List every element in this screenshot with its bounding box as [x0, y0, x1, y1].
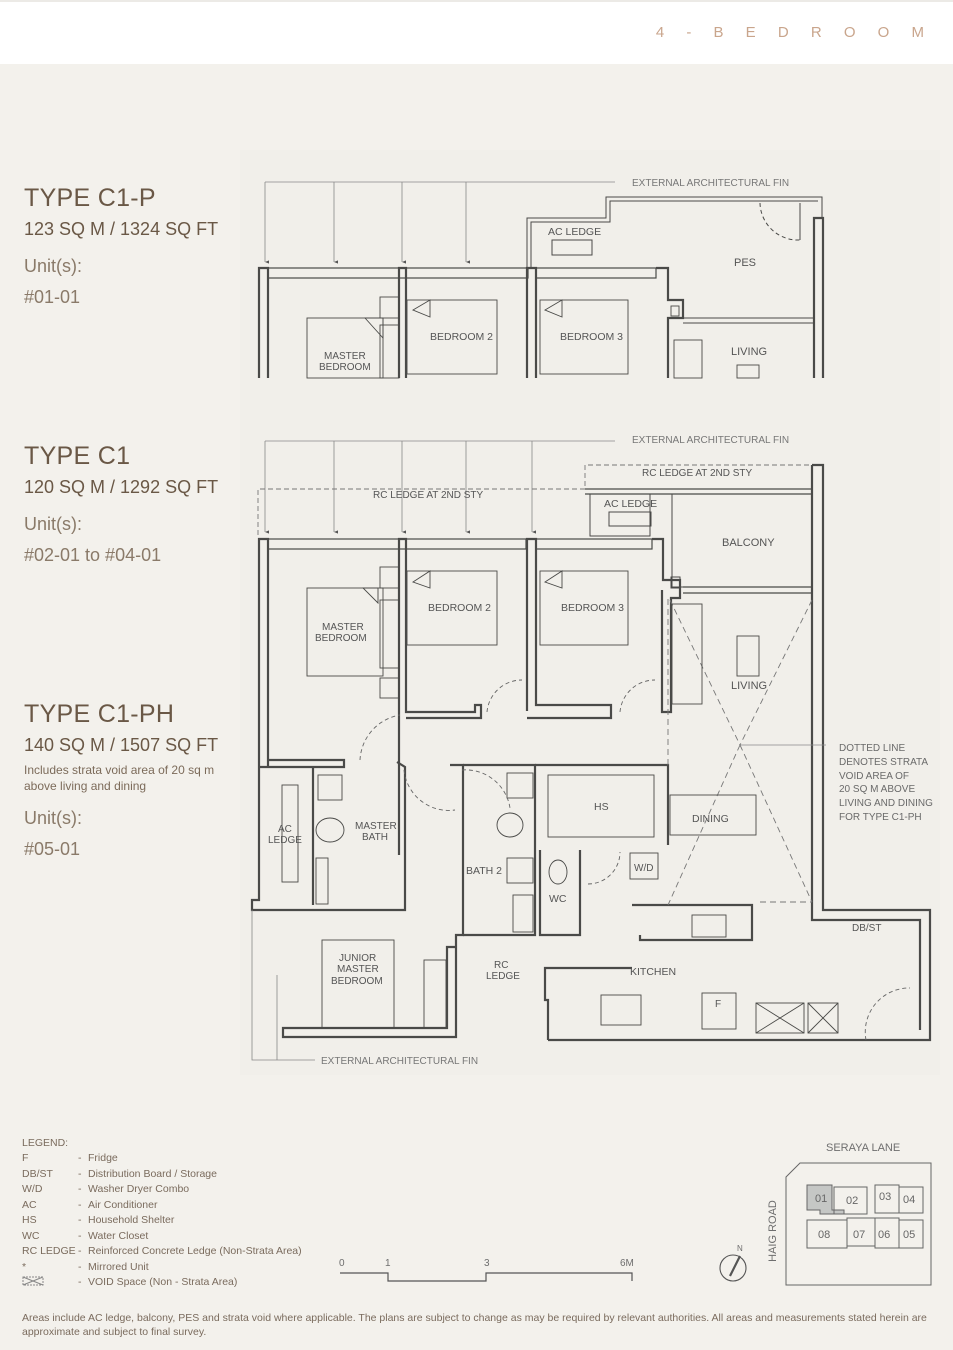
type-title: TYPE C1: [24, 442, 131, 470]
svg-text:RC: RC: [494, 960, 508, 971]
legend-item: HS-Household Shelter: [22, 1214, 175, 1227]
svg-text:BEDROOM 2: BEDROOM 2: [428, 602, 491, 614]
legend-title: LEGEND:: [22, 1136, 69, 1149]
svg-text:AC LEDGE: AC LEDGE: [604, 498, 657, 510]
road-seraya-lane: SERAYA LANE: [826, 1142, 901, 1154]
svg-text:BEDROOM 3: BEDROOM 3: [561, 602, 624, 614]
keyplan: [785, 1162, 932, 1286]
compass-north-label: N: [737, 1244, 743, 1253]
svg-text:BEDROOM 3: BEDROOM 3: [560, 331, 623, 343]
svg-text:RC LEDGE AT 2ND STY: RC LEDGE AT 2ND STY: [642, 468, 753, 479]
svg-text:05: 05: [903, 1229, 915, 1241]
legend-item: DB/ST-Distribution Board / Storage: [22, 1167, 217, 1180]
svg-text:F: F: [715, 999, 721, 1010]
svg-text:02: 02: [846, 1195, 858, 1207]
plan-c1p: EXTERNAL ARCHITECTURAL FIN AC LEDGE PES …: [257, 178, 825, 379]
type-area: 120 SQ M / 1292 SQ FT: [24, 477, 219, 497]
units-label: Unit(s):: [24, 808, 82, 828]
svg-text:MASTER: MASTER: [355, 821, 397, 832]
legend-item: WC-Water Closet: [22, 1229, 149, 1242]
svg-text:EXTERNAL ARCHITECTURAL FIN: EXTERNAL ARCHITECTURAL FIN: [321, 1056, 478, 1067]
scale-tick-1: 1: [385, 1258, 391, 1269]
legend-item: W/D-Washer Dryer Combo: [22, 1183, 190, 1196]
svg-text:20 SQ M ABOVE: 20 SQ M ABOVE: [839, 784, 915, 795]
svg-text:LEDGE: LEDGE: [486, 971, 520, 982]
void-note: DOTTED LINE DENOTES STRATA VOID AREA OF …: [839, 743, 933, 823]
svg-text:EXTERNAL ARCHITECTURAL FIN: EXTERNAL ARCHITECTURAL FIN: [632, 178, 789, 189]
svg-text:W/D: W/D: [634, 863, 653, 874]
category-label: 4 - B E D R O O M: [655, 24, 933, 41]
svg-text:04: 04: [903, 1194, 915, 1206]
legend-item: *-Mirrored Unit: [22, 1260, 149, 1273]
svg-text:DOTTED LINE: DOTTED LINE: [839, 743, 905, 754]
legend-item: F-Fridge: [22, 1152, 118, 1165]
svg-text:DENOTES STRATA: DENOTES STRATA: [839, 757, 928, 768]
svg-text:01: 01: [815, 1193, 827, 1205]
svg-text:03: 03: [879, 1191, 891, 1203]
legend: LEGEND: F-Fridge DB/ST-Distribution Boar…: [22, 1135, 302, 1290]
svg-text:FOR TYPE C1-PH: FOR TYPE C1-PH: [839, 812, 922, 823]
svg-text:LIVING AND DINING: LIVING AND DINING: [839, 798, 933, 809]
svg-text:07: 07: [853, 1229, 865, 1241]
type-title: TYPE C1-PH: [24, 700, 175, 728]
scale-tick-3: 3: [484, 1258, 490, 1269]
svg-text:MASTER: MASTER: [324, 351, 366, 362]
header-bar: 4 - B E D R O O M: [0, 0, 953, 64]
svg-text:WC: WC: [549, 893, 567, 905]
units-label: Unit(s):: [24, 256, 82, 276]
svg-text:BALCONY: BALCONY: [722, 537, 775, 549]
svg-text:KITCHEN: KITCHEN: [630, 966, 676, 978]
units-value: #01-01: [24, 287, 81, 307]
svg-text:BATH: BATH: [362, 832, 388, 843]
svg-text:LIVING: LIVING: [731, 346, 767, 358]
type-note: Includes strata void area of 20 sq m abo…: [24, 763, 215, 793]
units-label: Unit(s):: [24, 514, 82, 534]
svg-text:EXTERNAL ARCHITECTURAL FIN: EXTERNAL ARCHITECTURAL FIN: [632, 435, 789, 446]
type-title: TYPE C1-P: [24, 184, 156, 212]
type-c1-info: TYPE C1 120 SQ M / 1292 SQ FT Unit(s): #…: [24, 442, 218, 566]
svg-text:DINING: DINING: [692, 813, 729, 825]
svg-text:MASTER: MASTER: [337, 964, 379, 975]
svg-text:DB/ST: DB/ST: [852, 923, 881, 934]
scale-bar: [340, 1272, 633, 1282]
svg-text:BEDROOM 2: BEDROOM 2: [430, 331, 493, 343]
road-haig-road: HAIG ROAD: [766, 1200, 779, 1262]
svg-text:BEDROOM: BEDROOM: [319, 362, 371, 373]
type-c1p-info: TYPE C1-P 123 SQ M / 1324 SQ FT Unit(s):…: [24, 184, 218, 308]
compass-icon: [719, 1254, 747, 1282]
type-area: 140 SQ M / 1507 SQ FT: [24, 735, 219, 755]
svg-text:06: 06: [878, 1229, 890, 1241]
scale-tick-6m: 6M: [620, 1258, 634, 1269]
svg-text:LIVING: LIVING: [731, 680, 767, 692]
svg-text:AC LEDGE: AC LEDGE: [548, 226, 601, 238]
svg-text:BATH 2: BATH 2: [466, 865, 502, 877]
svg-text:AC: AC: [278, 824, 292, 835]
svg-text:BEDROOM: BEDROOM: [315, 633, 367, 644]
svg-text:JUNIOR: JUNIOR: [339, 953, 376, 964]
svg-text:RC LEDGE AT 2ND STY: RC LEDGE AT 2ND STY: [373, 490, 484, 501]
svg-text:LEDGE: LEDGE: [268, 835, 302, 846]
svg-text:08: 08: [818, 1229, 830, 1241]
type-c1ph-info: TYPE C1-PH 140 SQ M / 1507 SQ FT Include…: [24, 700, 244, 860]
type-area: 123 SQ M / 1324 SQ FT: [24, 219, 219, 239]
plan-c1: EXTERNAL ARCHITECTURAL FIN RC LEDGE AT 2…: [250, 435, 933, 1067]
legend-item: AC-Air Conditioner: [22, 1198, 158, 1211]
legend-item: RC LEDGE-Reinforced Concrete Ledge (Non-…: [22, 1245, 302, 1258]
scale-tick-0: 0: [339, 1258, 345, 1269]
svg-text:PES: PES: [734, 257, 756, 269]
units-value: #02-01 to #04-01: [24, 545, 162, 565]
svg-text:BEDROOM: BEDROOM: [331, 976, 383, 987]
svg-text:HS: HS: [594, 801, 609, 813]
disclaimer: Areas include AC ledge, balcony, PES and…: [22, 1312, 927, 1338]
legend-item: -VOID Space (Non - Strata Area): [22, 1275, 302, 1291]
svg-text:MASTER: MASTER: [322, 622, 364, 633]
svg-text:VOID AREA OF: VOID AREA OF: [839, 771, 909, 782]
void-space-icon: [22, 1276, 78, 1289]
units-value: #05-01: [24, 839, 81, 859]
